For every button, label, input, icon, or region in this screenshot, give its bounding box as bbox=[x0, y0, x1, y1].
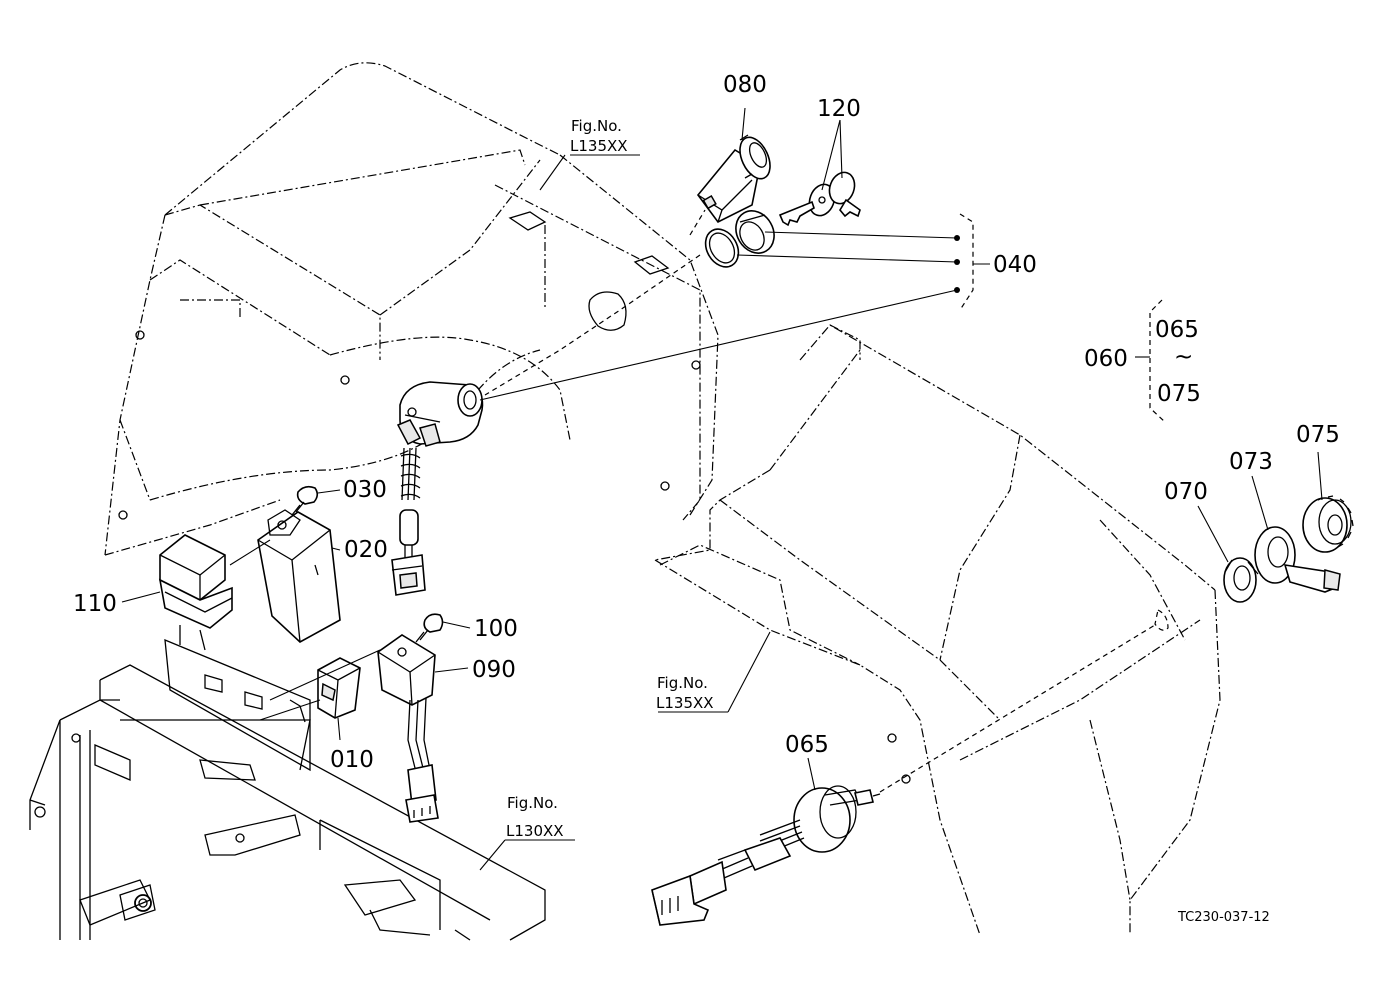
part-073-lever bbox=[1254, 526, 1341, 593]
part-040-bezel bbox=[704, 210, 775, 268]
part-100-screw bbox=[415, 613, 444, 643]
part-080-key-cylinder bbox=[696, 134, 771, 224]
ignition-switch bbox=[391, 381, 484, 596]
callout-090: 090 bbox=[472, 657, 516, 683]
callout-075-range-end: 075 bbox=[1157, 381, 1201, 407]
part-075-knob bbox=[1302, 495, 1354, 553]
part-070-nut bbox=[1223, 557, 1259, 603]
part-090-module bbox=[377, 634, 439, 823]
figure-references: Fig.No. L135XX Fig.No. L135XX Fig.No. L1… bbox=[506, 117, 714, 840]
part-010-connector bbox=[317, 657, 361, 719]
cowl-panel-outline bbox=[654, 324, 1221, 936]
callout-030: 030 bbox=[343, 477, 387, 503]
callout-070: 070 bbox=[1164, 479, 1208, 505]
part-065-switch bbox=[651, 785, 881, 926]
fig-ref-mid-code: L135XX bbox=[656, 694, 714, 712]
leader-lines bbox=[121, 107, 1323, 871]
callout-range-tilde: ~ bbox=[1174, 344, 1193, 370]
dashboard-panel-outline bbox=[104, 62, 719, 556]
callout-labels: 080 120 040 060 065 ~ 075 075 073 070 03… bbox=[73, 72, 1340, 773]
fig-ref-bottom-code: L130XX bbox=[506, 822, 564, 840]
callout-060: 060 bbox=[1084, 346, 1128, 372]
drawing-code: TC230-037-12 bbox=[1177, 910, 1270, 925]
callout-120: 120 bbox=[817, 96, 861, 122]
bracket-060 bbox=[1135, 299, 1166, 423]
callout-010: 010 bbox=[330, 747, 374, 773]
fig-ref-top-code: L135XX bbox=[570, 137, 628, 155]
callout-110: 110 bbox=[73, 591, 117, 617]
fig-ref-bottom-label: Fig.No. bbox=[507, 794, 558, 812]
callout-073: 073 bbox=[1229, 449, 1273, 475]
callout-080: 080 bbox=[723, 72, 767, 98]
part-020-controller bbox=[257, 509, 341, 643]
callout-020: 020 bbox=[344, 537, 388, 563]
callout-075: 075 bbox=[1296, 422, 1340, 448]
fig-ref-mid-label: Fig.No. bbox=[657, 674, 708, 692]
part-030-screw bbox=[291, 485, 319, 516]
part-120-keys bbox=[778, 171, 861, 227]
part-110-relay bbox=[158, 534, 233, 651]
callout-065-range-start: 065 bbox=[1155, 317, 1199, 343]
dash-frame-assembly bbox=[29, 638, 546, 941]
callout-065: 065 bbox=[785, 732, 829, 758]
bracket-040 bbox=[954, 213, 990, 311]
callout-100: 100 bbox=[474, 616, 518, 642]
fig-ref-top-label: Fig.No. bbox=[571, 117, 622, 135]
callout-040: 040 bbox=[993, 252, 1037, 278]
